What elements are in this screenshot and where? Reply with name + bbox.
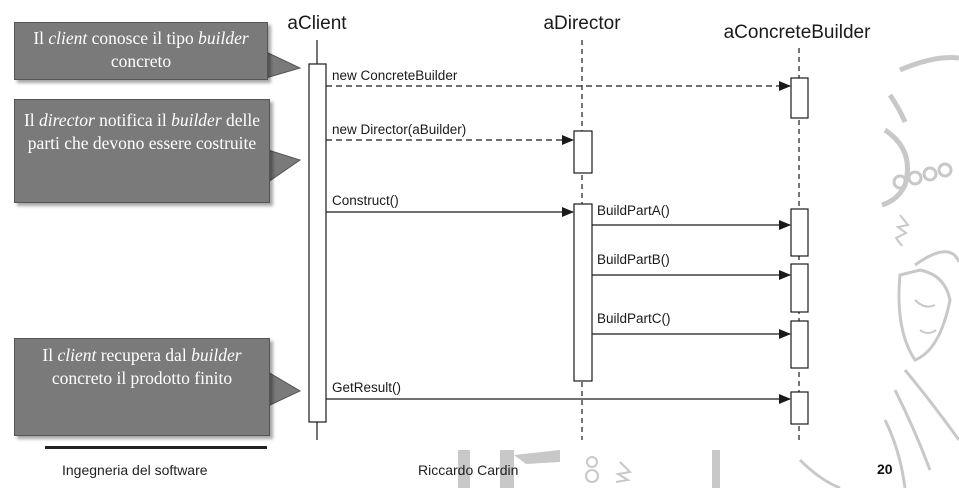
- callout-tail-1: [265, 51, 302, 79]
- message-build-part-a: BuildPartA(): [592, 203, 791, 230]
- note-text-emphasis: client: [57, 345, 97, 365]
- footer-course: Ingegneria del software: [62, 462, 208, 478]
- footer-rule: [45, 446, 267, 449]
- activation-builder-2: [790, 208, 809, 257]
- note-text-emphasis: builder: [171, 110, 222, 130]
- message-label: BuildPartC(): [597, 311, 671, 326]
- note-text-emphasis: builder: [191, 345, 242, 365]
- page-number: 20: [877, 461, 893, 477]
- message-new-director: new Director(aBuilder): [326, 122, 574, 145]
- activation-builder-1: [790, 77, 809, 119]
- message-construct: Construct(): [326, 193, 574, 217]
- note-text: conosce il tipo: [87, 28, 199, 48]
- note-text: concreto: [110, 51, 172, 71]
- callout-tail-3: [267, 371, 302, 407]
- activation-director-2: [573, 203, 593, 382]
- note-text: Il: [33, 28, 49, 48]
- callout-note-client-knows-builder: Il client conosce il tipo builder concre…: [14, 22, 268, 80]
- note-text: Il: [23, 110, 40, 130]
- message-label: BuildPartA(): [597, 203, 670, 218]
- activation-builder-3: [790, 263, 809, 313]
- callout-note-client-gets-result: Il client recupera dal builder concreto …: [14, 338, 270, 436]
- note-text: notifica il: [94, 110, 172, 130]
- note-text-emphasis: client: [48, 28, 88, 48]
- lifeline-label-builder: aConcreteBuilder: [724, 22, 871, 43]
- lifeline-label-client: aClient: [287, 13, 347, 34]
- activation-builder-4: [790, 320, 809, 369]
- callout-note-director-notifies: Il director notifica il builder delle pa…: [14, 99, 270, 203]
- message-label: new Director(aBuilder): [332, 122, 466, 137]
- message-build-part-b: BuildPartB(): [592, 252, 791, 280]
- note-text-emphasis: director: [39, 110, 95, 130]
- activation-builder-5: [790, 391, 809, 425]
- note-text: recupera dal: [96, 345, 192, 365]
- message-new-concrete-builder: new ConcreteBuilder: [326, 68, 791, 91]
- callout-tail-2: [267, 149, 302, 183]
- message-label: BuildPartB(): [597, 252, 670, 267]
- message-label: new ConcreteBuilder: [332, 68, 458, 83]
- footer-author: Riccardo Cardin: [418, 462, 519, 478]
- note-text-emphasis: builder: [198, 28, 249, 48]
- message-label: Construct(): [332, 193, 399, 208]
- message-build-part-c: BuildPartC(): [592, 311, 791, 339]
- note-text: delle parti che devono essere costruite: [27, 110, 261, 153]
- activation-client: [308, 63, 327, 423]
- activation-director-1: [573, 130, 593, 174]
- watermark-seal: [458, 55, 959, 488]
- lifeline-label-director: aDirector: [543, 13, 621, 34]
- note-text: Il: [42, 345, 58, 365]
- message-label: GetResult(): [332, 380, 401, 395]
- message-get-result: GetResult(): [326, 380, 791, 404]
- note-text: concreto il prodotto finito: [51, 368, 233, 388]
